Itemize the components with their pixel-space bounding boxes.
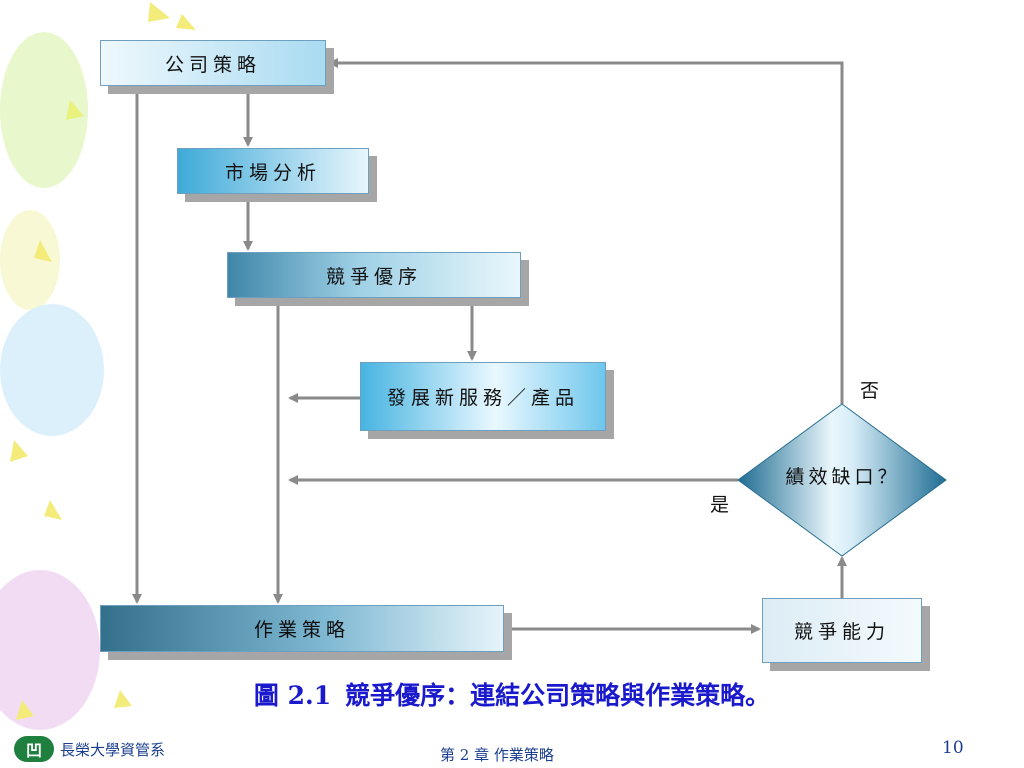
confetti-triangle	[148, 2, 170, 22]
figure-number: 圖 2.1	[253, 681, 332, 710]
footer-chapter: 第 2 章 作業策略	[440, 746, 554, 764]
confetti-triangle	[66, 100, 84, 120]
school-logo-icon: 凹	[14, 736, 54, 762]
node-corporate-strategy: 公司策略	[100, 40, 326, 86]
decision-diamond-performance-gap	[737, 403, 947, 557]
figure-caption-text: 競爭優序：連結公司策略與作業策略。	[345, 681, 771, 710]
node-competitive-capability: 競爭能力	[762, 598, 922, 663]
confetti-triangle	[10, 440, 28, 462]
node-market-analysis: 市場分析	[177, 148, 369, 194]
branch-label-yes: 是	[710, 494, 730, 516]
footer-school: 凹 長榮大學資管系	[14, 736, 165, 762]
arrow-gap-no-feedback	[328, 58, 844, 404]
footer-page-number: 10	[942, 738, 964, 758]
balloon-purple	[0, 570, 100, 730]
node-operations-strategy: 作業策略	[100, 605, 504, 652]
balloon-blue	[0, 304, 104, 436]
footer-school-name: 長榮大學資管系	[60, 740, 166, 759]
node-new-services-products: 發展新服務／產品	[360, 362, 606, 431]
confetti-triangle	[16, 700, 34, 720]
decision-performance-gap-label: 績效缺口？	[785, 466, 901, 488]
balloon-green	[0, 32, 88, 188]
balloon-yellow	[0, 210, 60, 310]
confetti-triangle	[44, 500, 62, 520]
node-competitive-priorities: 競爭優序	[227, 252, 521, 298]
confetti-triangle	[34, 240, 52, 262]
confetti-triangle	[176, 14, 196, 30]
figure-caption: 圖 2.1 競爭優序：連結公司策略與作業策略。	[0, 676, 1024, 712]
branch-label-no: 否	[860, 380, 880, 402]
confetti-triangle	[114, 690, 132, 708]
